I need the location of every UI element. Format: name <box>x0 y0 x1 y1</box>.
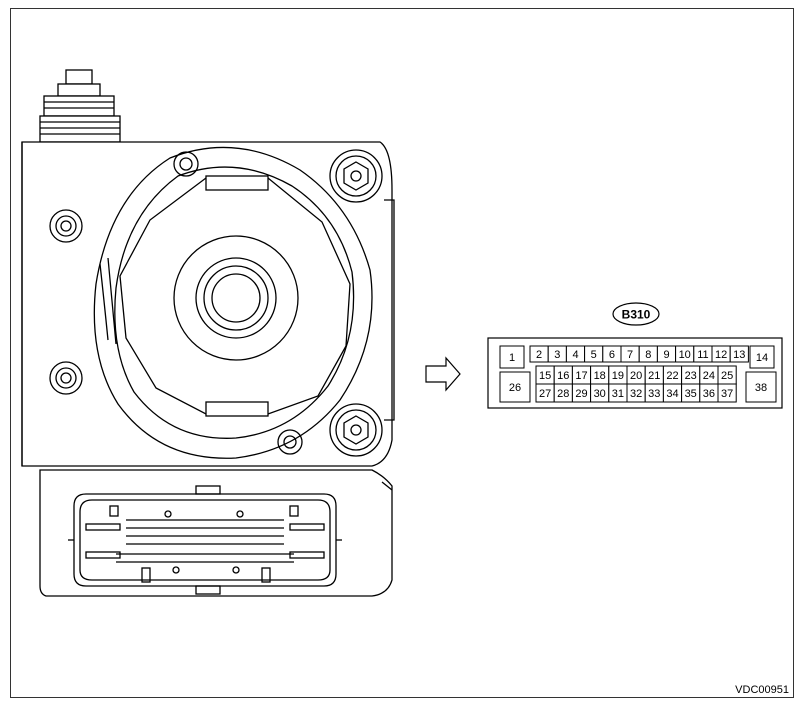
pin-label: 31 <box>612 388 624 400</box>
pin-label: 7 <box>627 349 633 361</box>
top-fitting <box>39 69 121 143</box>
pin-label: 32 <box>630 388 642 400</box>
pin-cell-left-top <box>499 345 525 369</box>
pin-label: 4 <box>572 349 578 361</box>
pin-cell <box>717 383 737 403</box>
pin-label: 1 <box>509 352 515 364</box>
pin-label: 17 <box>575 370 587 382</box>
figure-code: VDC00951 <box>735 684 789 696</box>
unit-connector-socket <box>68 485 342 595</box>
pin-label: 25 <box>721 370 733 382</box>
connector-id: B310 <box>622 308 651 322</box>
pin-label: 6 <box>609 349 615 361</box>
pin-label: 12 <box>715 349 727 361</box>
pin-label: 18 <box>594 370 606 382</box>
nut-lower-right <box>329 403 383 457</box>
pin-label: 26 <box>509 382 521 394</box>
screw-bottom <box>277 429 303 455</box>
hydraulic-control-unit <box>21 69 395 597</box>
mount-hole-upper-left <box>49 209 83 243</box>
pin-cell-right-bottom <box>745 371 777 403</box>
pin-label: 35 <box>685 388 697 400</box>
nut-upper-right <box>329 149 383 203</box>
pin-label: 14 <box>756 352 768 364</box>
pin-label: 29 <box>575 388 587 400</box>
controller-housing <box>39 469 393 597</box>
pin-label: 8 <box>645 349 651 361</box>
mount-hole-lower-left <box>49 361 83 395</box>
pin-label: 20 <box>630 370 642 382</box>
pin-label: 36 <box>703 388 715 400</box>
pin-label: 38 <box>755 382 767 394</box>
pin-label: 3 <box>554 349 560 361</box>
motor-center <box>173 235 299 361</box>
pin-cell-right-top <box>749 345 775 369</box>
pin-cell-left-bottom <box>499 371 531 403</box>
pin-label: 21 <box>648 370 660 382</box>
screw-top <box>173 151 199 177</box>
pin-label: 13 <box>733 349 745 361</box>
pin-label: 24 <box>703 370 715 382</box>
pin-label: 28 <box>557 388 569 400</box>
pin-label: 22 <box>666 370 678 382</box>
pin-label: 5 <box>591 349 597 361</box>
connector-label: B310 <box>612 302 660 326</box>
pin-label: 33 <box>648 388 660 400</box>
pin-label: 23 <box>685 370 697 382</box>
pin-label: 10 <box>679 349 691 361</box>
motor-housing <box>93 146 373 459</box>
pin-label: 15 <box>539 370 551 382</box>
pin-label: 16 <box>557 370 569 382</box>
pin-label: 27 <box>539 388 551 400</box>
pin-label: 2 <box>536 349 542 361</box>
pin-label: 30 <box>594 388 606 400</box>
pin-label: 37 <box>721 388 733 400</box>
pin-label: 19 <box>612 370 624 382</box>
pin-cell <box>729 345 749 363</box>
pin-label: 9 <box>663 349 669 361</box>
arrow-right-icon <box>425 356 461 392</box>
pin-label: 34 <box>666 388 678 400</box>
pin-label: 11 <box>697 349 708 361</box>
